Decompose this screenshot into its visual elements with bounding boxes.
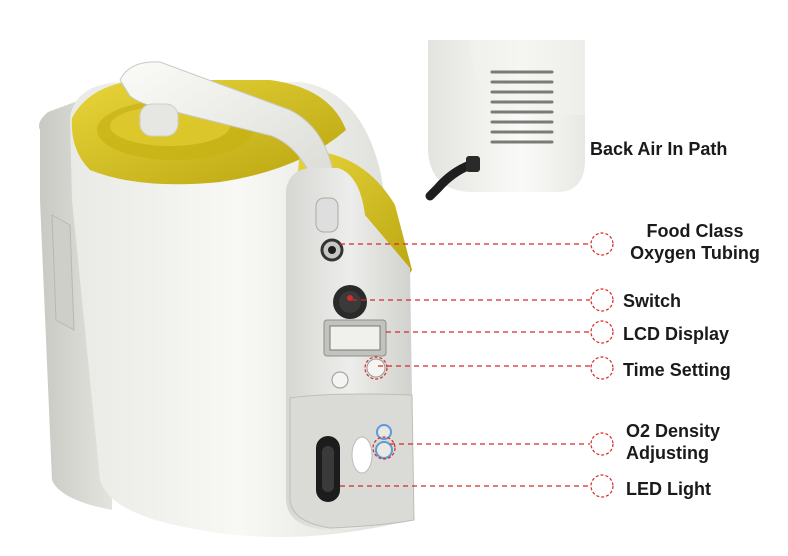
label-o2-line1: O2 Density (626, 421, 721, 441)
back-view-inset (425, 40, 585, 201)
oxygen-concentrator (39, 61, 415, 538)
label-switch: Switch (623, 291, 682, 311)
o2-density-knob (375, 424, 393, 459)
power-switch (333, 285, 367, 319)
callout-markers (340, 232, 614, 498)
label-o2-line2: Adjusting (626, 443, 709, 463)
oxygen-outlet (315, 197, 344, 262)
time-setting-buttons (331, 358, 386, 389)
label-tubing-line1: Food Class (646, 221, 744, 241)
label-tubing-line2: Oxygen Tubing (630, 243, 760, 263)
label-back-air: Back Air In Path (590, 139, 728, 159)
lcd-display (323, 319, 387, 357)
label-led: LED Light (626, 479, 711, 499)
label-time: Time Setting (623, 360, 731, 380)
air-vent-grille (490, 70, 554, 144)
label-lcd: LCD Display (623, 324, 730, 344)
led-light-window (316, 436, 373, 502)
